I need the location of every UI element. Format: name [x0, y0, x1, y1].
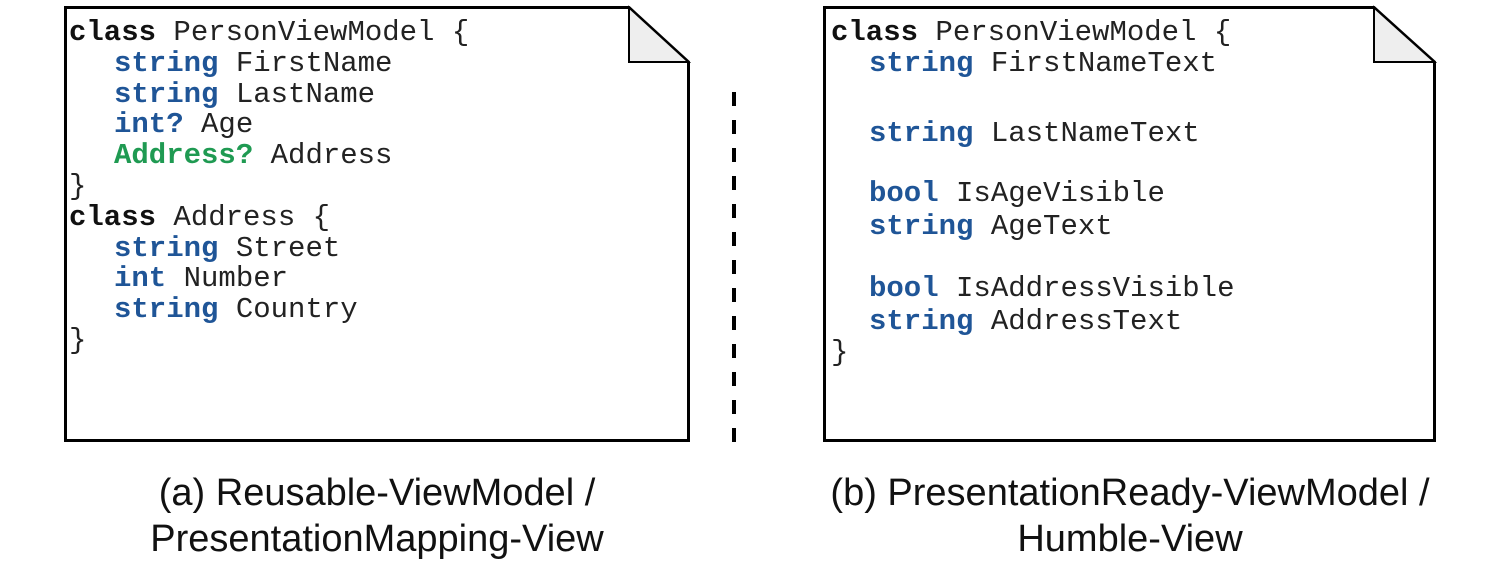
code-identifier: AgeText — [990, 210, 1113, 243]
code-identifier: Number — [183, 262, 289, 295]
code-identifier: FirstName — [235, 47, 393, 80]
dashed-divider — [732, 92, 736, 442]
code-keyword: string — [869, 117, 974, 150]
code-line: Address? Address — [114, 139, 392, 172]
right-caption-line1: (b) PresentationReady-ViewModel / — [830, 472, 1430, 514]
code-keyword: string — [114, 47, 219, 80]
code-line: } — [831, 336, 848, 369]
code-identifier: LastNameText — [990, 117, 1200, 150]
right-code-note: class PersonViewModel {string FirstNameT… — [823, 5, 1438, 442]
code-keyword: int — [114, 262, 167, 295]
code-keyword: int? — [114, 108, 184, 141]
right-note-frame — [823, 5, 1438, 442]
code-keyword: class — [69, 201, 157, 234]
code-line: class PersonViewModel { — [69, 16, 469, 49]
code-identifier: LastName — [235, 78, 376, 111]
code-keyword: class — [69, 16, 157, 49]
code-keyword: string — [869, 47, 974, 80]
code-line: class Address { — [69, 201, 330, 234]
code-line: } — [69, 324, 86, 357]
code-keyword: bool — [869, 272, 939, 305]
code-identifier: IsAgeVisible — [956, 177, 1165, 210]
right-folded-corner — [1373, 5, 1438, 63]
code-identifier: Address — [270, 139, 393, 172]
right-code-block: class PersonViewModel {string FirstNameT… — [831, 16, 1391, 436]
code-identifier: } — [69, 324, 87, 357]
code-identifier: IsAddressVisible — [956, 272, 1235, 305]
code-keyword: string — [869, 210, 974, 243]
code-line: bool IsAddressVisible — [869, 272, 1234, 305]
right-caption: (b) PresentationReady-ViewModel / Humble… — [770, 470, 1490, 562]
code-identifier: Street — [235, 232, 341, 265]
code-identifier: Country — [235, 293, 358, 326]
code-line: int? Age — [114, 108, 253, 141]
left-folded-corner — [628, 5, 692, 63]
code-line: int Number — [114, 262, 288, 295]
code-line: string Country — [114, 293, 358, 326]
code-identifier: Address { — [173, 201, 331, 234]
code-identifier: FirstNameText — [990, 47, 1218, 80]
code-identifier: PersonViewModel { — [935, 16, 1232, 49]
code-line: string AddressText — [869, 305, 1182, 338]
code-keyword: Address? — [114, 139, 254, 172]
code-identifier: AddressText — [990, 305, 1183, 338]
code-line: string LastNameText — [869, 117, 1200, 150]
code-identifier: } — [831, 336, 849, 369]
code-identifier: PersonViewModel { — [173, 16, 470, 49]
left-note-frame — [64, 5, 692, 442]
code-line: string LastName — [114, 78, 375, 111]
code-keyword: class — [831, 16, 919, 49]
code-keyword: bool — [869, 177, 939, 210]
code-keyword: string — [114, 232, 219, 265]
code-line: string FirstNameText — [869, 47, 1217, 80]
code-line: bool IsAgeVisible — [869, 177, 1165, 210]
left-caption-line2: PresentationMapping-View — [150, 518, 604, 560]
code-keyword: string — [869, 305, 974, 338]
code-keyword: string — [114, 293, 219, 326]
code-line: string FirstName — [114, 47, 392, 80]
right-caption-line2: Humble-View — [1017, 518, 1243, 560]
code-identifier: Age — [201, 108, 254, 141]
code-line: class PersonViewModel { — [831, 16, 1231, 49]
code-line: string Street — [114, 232, 340, 265]
code-line: } — [69, 170, 86, 203]
code-identifier: } — [69, 170, 87, 203]
code-line: string AgeText — [869, 210, 1113, 243]
left-caption-line1: (a) Reusable-ViewModel / — [158, 472, 596, 514]
code-keyword: string — [114, 78, 219, 111]
left-caption: (a) Reusable-ViewModel / PresentationMap… — [64, 470, 690, 562]
